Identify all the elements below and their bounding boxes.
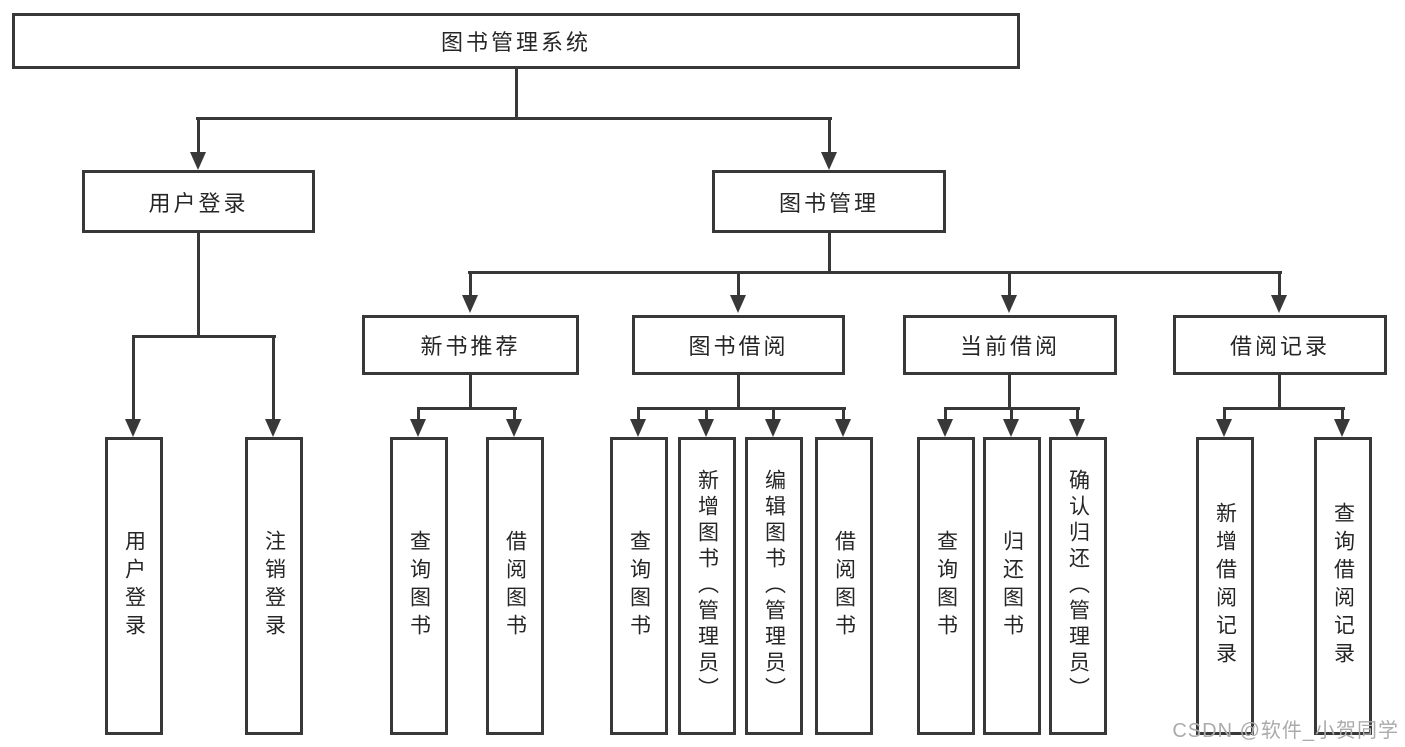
arrowhead-down-icon — [462, 295, 478, 313]
connector-vline — [637, 407, 640, 421]
connector-vline — [944, 407, 947, 421]
leaf-query-books-recommend: 查询图书 — [390, 437, 448, 735]
leaf-add-borrowing-record: 新增借阅记录 — [1196, 437, 1254, 735]
arrowhead-down-icon — [190, 152, 206, 170]
leaf-user-login: 用户登录 — [105, 437, 163, 735]
connector-hline — [417, 407, 517, 410]
arrowhead-down-icon — [1271, 295, 1287, 313]
leaf-query-borrowing-record: 查询借阅记录 — [1314, 437, 1372, 735]
connector-vline — [1008, 271, 1011, 299]
arrowhead-down-icon — [410, 419, 426, 437]
connector-vline — [1008, 375, 1011, 409]
connector-vline — [828, 233, 831, 274]
connector-vline — [1223, 407, 1226, 421]
connector-hline — [637, 407, 846, 410]
arrowhead-down-icon — [265, 419, 281, 437]
node-new-book-recommendation: 新书推荐 — [362, 315, 579, 375]
connector-vline — [772, 407, 775, 421]
leaf-return-books: 归还图书 — [983, 437, 1041, 735]
connector-vline — [513, 407, 516, 421]
arrowhead-down-icon — [125, 419, 141, 437]
arrowhead-down-icon — [1069, 419, 1085, 437]
connector-vline — [197, 117, 200, 155]
connector-vline — [737, 271, 740, 299]
arrowhead-down-icon — [630, 419, 646, 437]
arrowhead-down-icon — [1003, 419, 1019, 437]
arrowhead-down-icon — [765, 419, 781, 437]
arrowhead-down-icon — [730, 295, 746, 313]
node-book-borrowing: 图书借阅 — [632, 315, 845, 375]
connector-vline — [272, 335, 275, 421]
connector-vline — [469, 375, 472, 409]
node-system-root: 图书管理系统 — [12, 13, 1020, 69]
arrowhead-down-icon — [1334, 419, 1350, 437]
arrowhead-down-icon — [1216, 419, 1232, 437]
connector-vline — [469, 271, 472, 299]
connector-vline — [1076, 407, 1079, 421]
connector-hline — [1223, 407, 1345, 410]
connector-vline — [515, 69, 518, 118]
node-book-management: 图书管理 — [712, 170, 946, 233]
connector-vline — [417, 407, 420, 421]
connector-vline — [842, 407, 845, 421]
leaf-borrow-books-recommend: 借阅图书 — [486, 437, 544, 735]
arrowhead-down-icon — [821, 152, 837, 170]
arrowhead-down-icon — [937, 419, 953, 437]
connector-vline — [1010, 407, 1013, 421]
connector-vline — [1341, 407, 1344, 421]
leaf-add-books-admin: 新增图书（管理员） — [678, 437, 736, 735]
arrowhead-down-icon — [835, 419, 851, 437]
leaf-logout: 注销登录 — [245, 437, 303, 735]
connector-vline — [1278, 375, 1281, 409]
leaf-query-books-current: 查询图书 — [917, 437, 975, 735]
connector-hline — [132, 335, 276, 338]
csdn-watermark: CSDN @软件_小贺同学 — [1172, 720, 1399, 742]
leaf-confirm-return-admin: 确认归还（管理员） — [1049, 437, 1107, 735]
leaf-edit-books-admin: 编辑图书（管理员） — [745, 437, 803, 735]
connector-vline — [737, 375, 740, 409]
connector-vline — [1278, 271, 1281, 299]
node-borrowing-records: 借阅记录 — [1173, 315, 1387, 375]
connector-hline — [468, 271, 1282, 274]
arrowhead-down-icon — [506, 419, 522, 437]
connector-hline — [196, 117, 832, 120]
connector-vline — [828, 117, 831, 155]
connector-vline — [197, 233, 200, 336]
leaf-query-books-borrowing: 查询图书 — [610, 437, 668, 735]
arrowhead-down-icon — [1001, 295, 1017, 313]
connector-vline — [705, 407, 708, 421]
node-user-login: 用户登录 — [82, 170, 315, 233]
leaf-borrow-books-borrowing: 借阅图书 — [815, 437, 873, 735]
arrowhead-down-icon — [698, 419, 714, 437]
connector-vline — [132, 335, 135, 421]
node-current-borrowing: 当前借阅 — [903, 315, 1117, 375]
